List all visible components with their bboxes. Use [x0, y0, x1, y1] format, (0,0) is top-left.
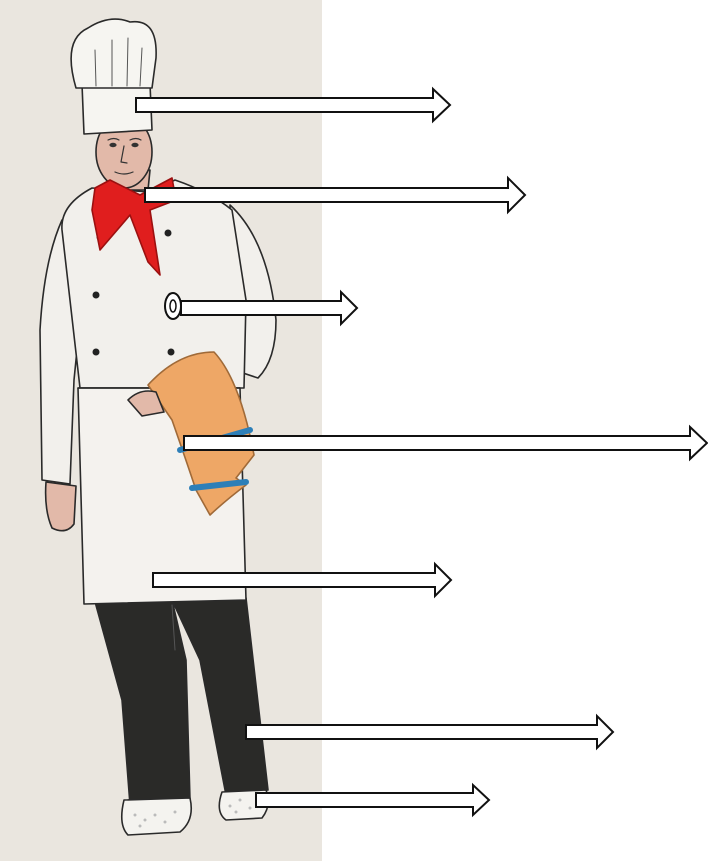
chef-hat-icon: [71, 19, 156, 134]
left-hand: [46, 482, 76, 531]
button-icon: [165, 293, 181, 319]
